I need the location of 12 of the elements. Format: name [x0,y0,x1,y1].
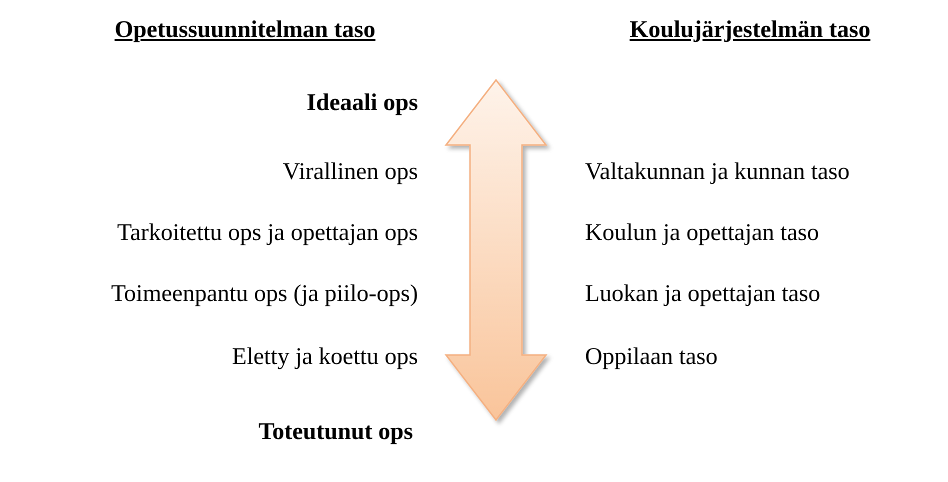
system-level-label: Valtakunnan ja kunnan taso [585,158,850,186]
system-level-label: Koulun ja opettajan taso [585,219,819,247]
curriculum-level-label: Eletty ja koettu ops [232,343,418,371]
system-level-label: Oppilaan taso [585,343,718,371]
level-heading: Toteutunut ops [258,418,413,446]
level-heading: Ideaali ops [306,89,418,117]
column-heading: Opetussuunnitelman taso [114,16,376,44]
curriculum-level-label: Virallinen ops [282,158,418,186]
curriculum-level-label: Tarkoitettu ops ja opettajan ops [117,219,418,247]
curriculum-level-label: Toimeenpantu ops (ja piilo-ops) [111,280,418,308]
column-heading: Koulujärjestelmän taso [630,16,870,44]
system-level-label: Luokan ja opettajan taso [585,280,820,308]
